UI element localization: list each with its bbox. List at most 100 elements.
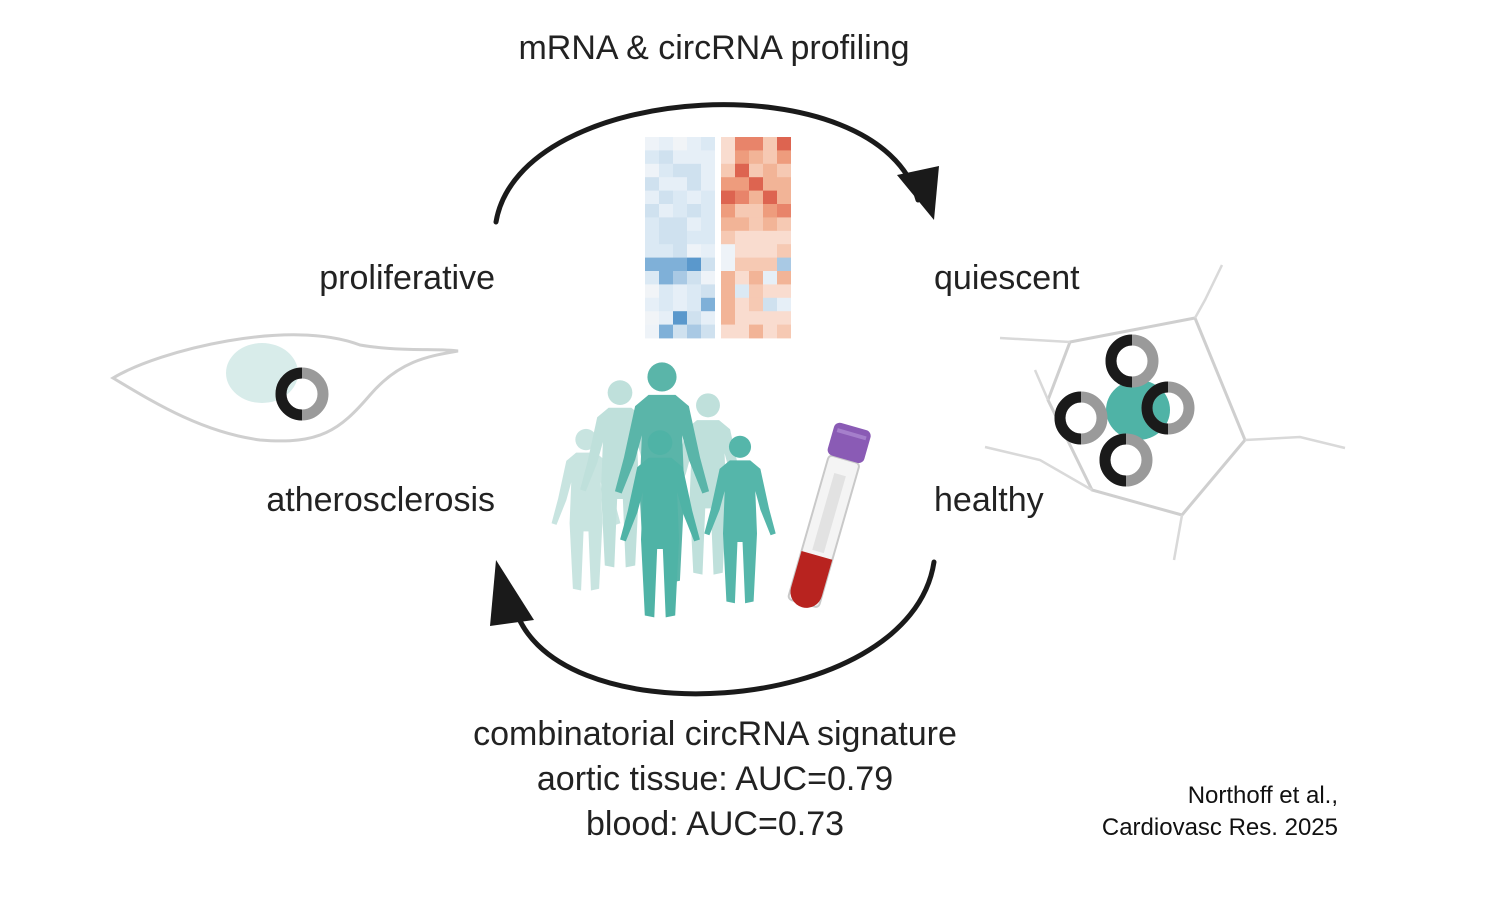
proliferative-label: proliferative (319, 259, 495, 297)
heatmap-cell (749, 257, 763, 272)
healthy-label: healthy (934, 481, 1044, 519)
heatmap-cell (777, 150, 791, 165)
heatmap-cell (645, 230, 659, 245)
top-cycle-label: mRNA & circRNA profiling (518, 29, 910, 67)
heatmap-cell (749, 284, 763, 299)
bottom-arrowhead-icon (490, 560, 534, 626)
heatmap-cell (777, 217, 791, 232)
heatmap-cell (735, 271, 749, 285)
heatmap-cell (673, 324, 687, 339)
heatmap-cell (777, 311, 791, 325)
heatmap-cell (777, 230, 791, 245)
heatmap-cell (721, 163, 735, 178)
heatmap-cell (673, 177, 687, 191)
heatmap-cell (763, 190, 777, 205)
heatmap-cell (749, 311, 763, 325)
bottom-cycle-arrow (490, 559, 937, 697)
heatmap-cell (687, 190, 701, 205)
heatmap-cell (721, 230, 735, 245)
heatmap-cell (659, 204, 673, 218)
circrna-ring-icon (275, 367, 329, 421)
heatmap-cell (673, 163, 687, 178)
heatmap-cell (721, 244, 735, 258)
heatmap-cell (687, 284, 701, 299)
heatmap-cell (735, 324, 749, 339)
heatmap-cell (763, 311, 777, 325)
heatmap-cell (721, 217, 735, 232)
tube-cap (827, 422, 871, 464)
polygonal-cell-icon (984, 264, 1346, 561)
heatmap-cell (673, 257, 687, 272)
heatmap-cell (645, 177, 659, 191)
heatmap-cell (701, 230, 715, 245)
heatmap-cell (687, 163, 701, 178)
heatmap-cell (749, 297, 763, 312)
heatmap-cell (735, 230, 749, 245)
heatmap-cell (763, 204, 777, 218)
heatmap-cell (701, 150, 715, 165)
heatmap-cell (645, 244, 659, 258)
heatmap-cell (721, 177, 735, 191)
heatmap-cell (749, 137, 763, 151)
heatmap-cell (763, 324, 777, 339)
heatmap-cell (735, 217, 749, 232)
heatmap-cell (659, 324, 673, 339)
heatmap-cell (701, 297, 715, 312)
heatmap-cell (673, 230, 687, 245)
heatmap-cell (659, 217, 673, 232)
blood-tube-icon (787, 422, 871, 608)
heatmap-cell (673, 311, 687, 325)
heatmap-cell (673, 271, 687, 285)
heatmap-cell (673, 137, 687, 151)
heatmap-cell (645, 150, 659, 165)
cell-membrane (110, 333, 459, 443)
heatmap-cell (687, 311, 701, 325)
citation-journal: Cardiovasc Res. 2025 (1101, 814, 1338, 841)
heatmap-cell (777, 163, 791, 178)
heatmap-cell (721, 297, 735, 312)
heatmap-cell (659, 257, 673, 272)
heatmap-cell (645, 284, 659, 299)
top-arrowhead-icon (897, 166, 939, 220)
heatmap-cell (763, 177, 777, 191)
heatmap-cell (687, 217, 701, 232)
heatmap-cell (735, 284, 749, 299)
heatmap-cell (687, 150, 701, 165)
heatmap-cell (735, 244, 749, 258)
heatmap-cell (645, 297, 659, 312)
heatmap-cell (777, 324, 791, 339)
heatmap-cell (721, 324, 735, 339)
citation-authors: Northoff et al., (1187, 782, 1338, 809)
heatmap-cell (777, 244, 791, 258)
heatmap-cell (735, 150, 749, 165)
heatmap-cell (749, 163, 763, 178)
circrna-ring-icon (1105, 334, 1159, 388)
heatmap-cell (721, 284, 735, 299)
heatmap-cell (777, 257, 791, 272)
heatmap-cell (673, 297, 687, 312)
spindle-cell-icon (110, 333, 459, 443)
heatmap-cell (721, 150, 735, 165)
heatmap-cell (763, 284, 777, 299)
heatmap-cell (721, 204, 735, 218)
heatmap-cell (763, 230, 777, 245)
blood-fill (790, 550, 833, 608)
top-cycle-arrow (493, 102, 939, 225)
heatmap-cell (777, 284, 791, 299)
heatmap-cell (721, 257, 735, 272)
heatmap-cell (749, 204, 763, 218)
heatmap-cell (777, 271, 791, 285)
heatmap-cell (763, 217, 777, 232)
heatmap-cell (749, 324, 763, 339)
heatmap-cell (735, 137, 749, 151)
heatmap-cell (673, 150, 687, 165)
heatmap-cell (749, 244, 763, 258)
heatmap-cell (701, 311, 715, 325)
heatmap-cell (645, 324, 659, 339)
heatmap-cell (721, 311, 735, 325)
heatmap-cell (735, 177, 749, 191)
heatmap-cell (701, 257, 715, 272)
blood-auc: blood: AUC=0.73 (585, 805, 845, 843)
tube-label (812, 472, 846, 554)
